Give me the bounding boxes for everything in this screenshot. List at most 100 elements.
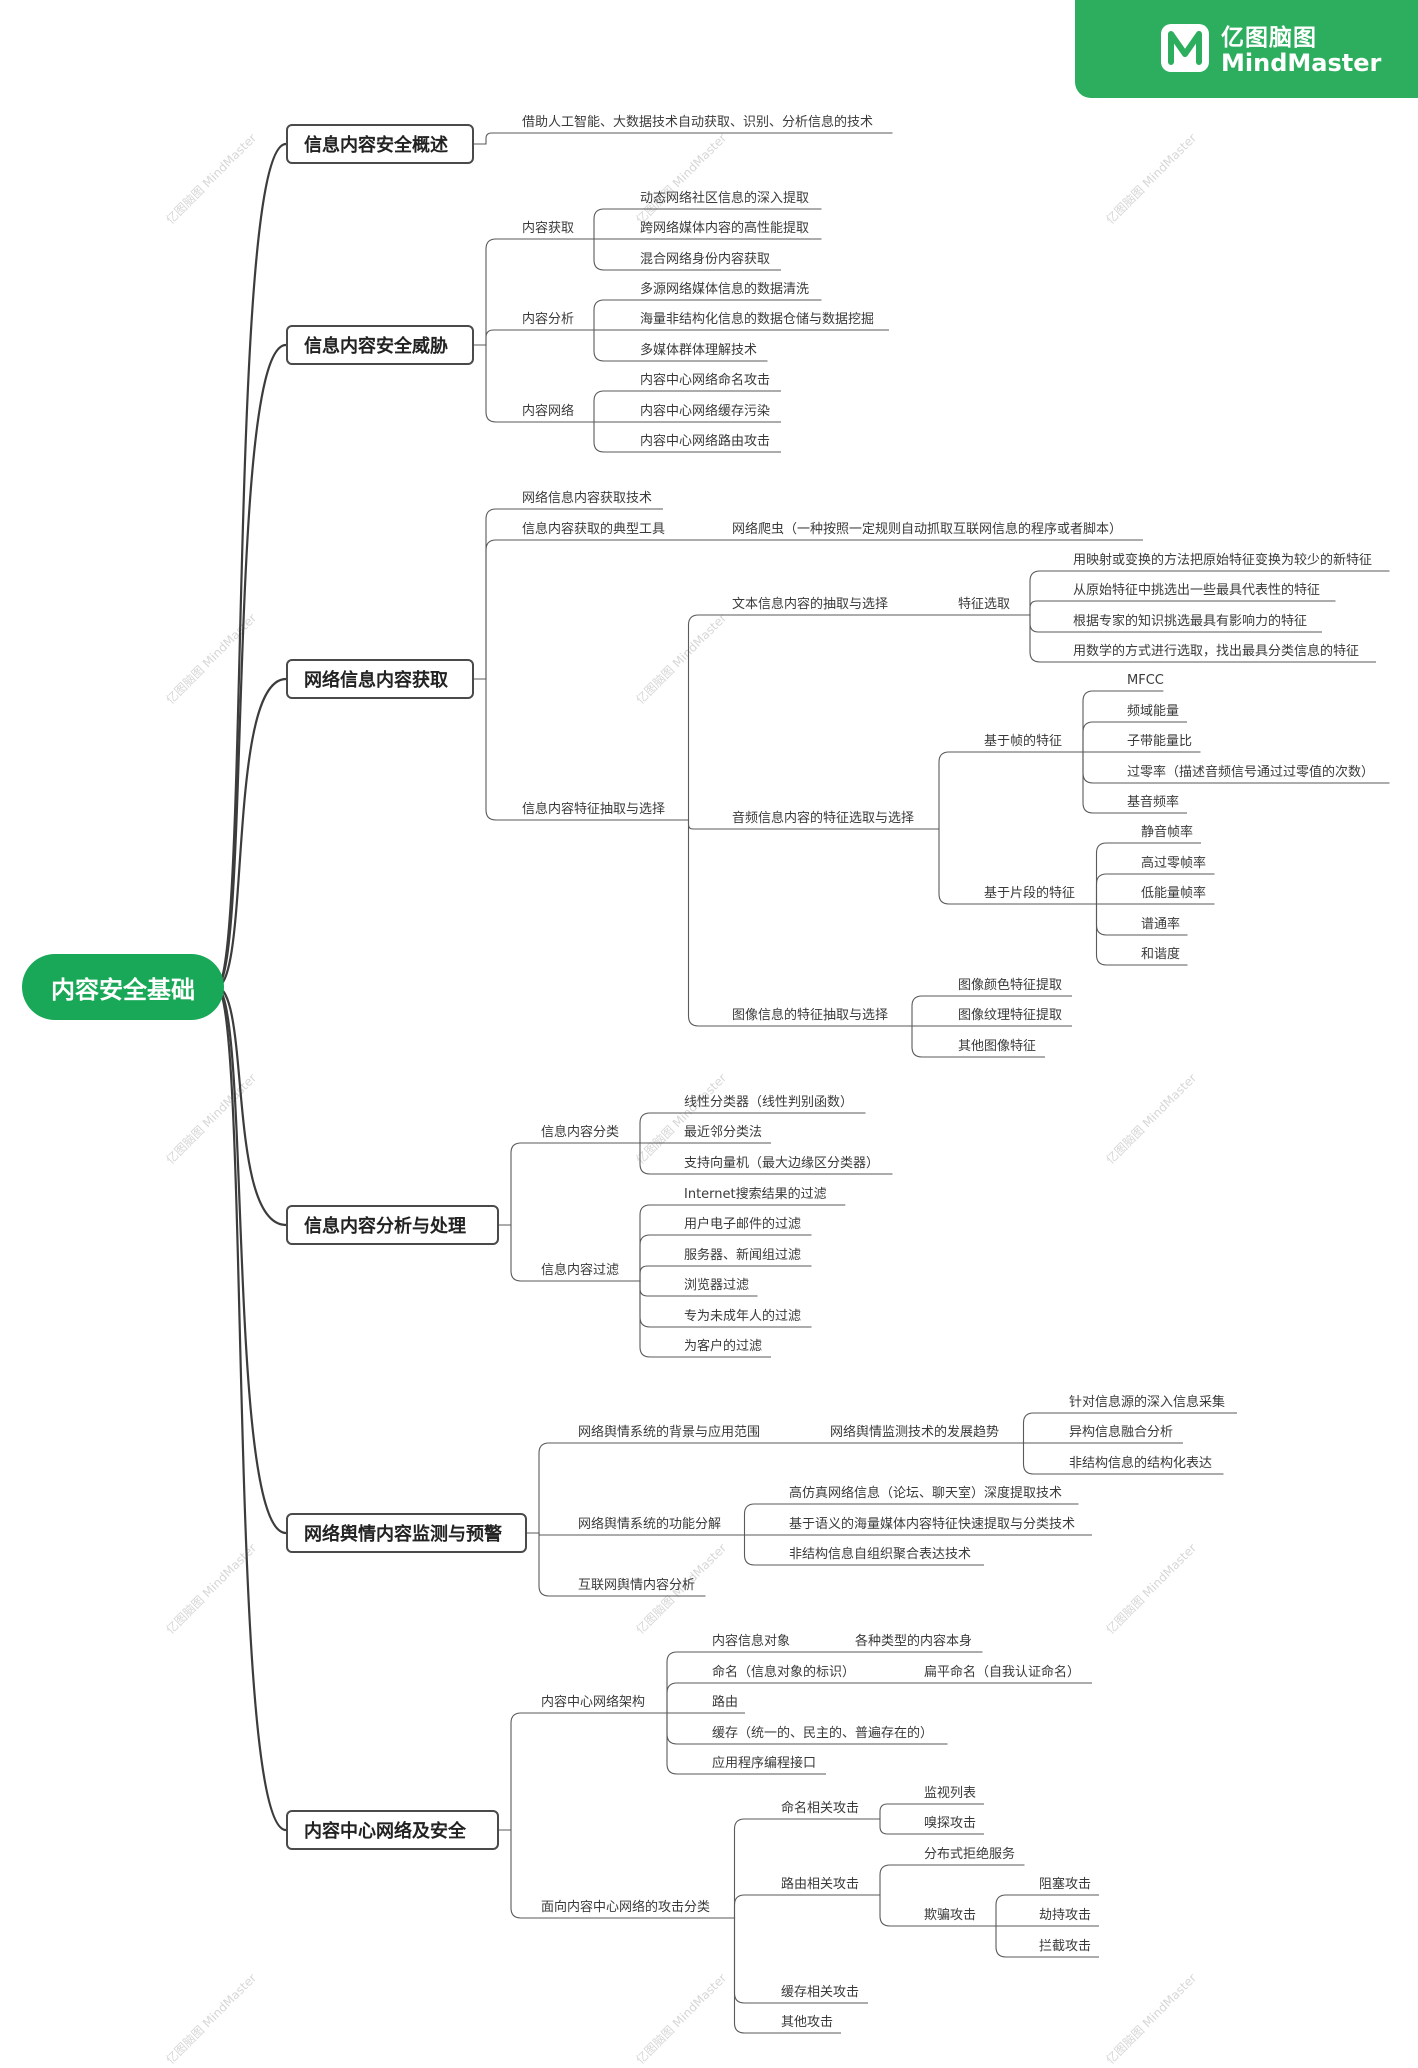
leaf-analysis-0-1[interactable]: 最近邻分类法 xyxy=(684,1125,763,1140)
leaf-threat-0-1[interactable]: 跨网络媒体内容的高性能提取 xyxy=(640,221,810,236)
main-topic-3[interactable]: 网络信息内容获取 xyxy=(286,659,474,699)
subtopic-threat-2[interactable]: 内容网络 xyxy=(522,404,575,419)
leaf-arch-3[interactable]: 缓存（统一的、民主的、普遍存在的） xyxy=(712,1726,934,1741)
subtopic-segment-feature[interactable]: 基于片段的特征 xyxy=(984,886,1076,901)
subtopic-spoof-attack[interactable]: 欺骗攻击 xyxy=(924,1908,977,1923)
subtopic-analysis-0[interactable]: 信息内容分类 xyxy=(541,1125,620,1140)
leaf-arch-detail-1[interactable]: 扁平命名（自我认证命名） xyxy=(924,1665,1081,1680)
leaf-threat-2-1[interactable]: 内容中心网络缓存污染 xyxy=(640,404,771,419)
leaf-segment-3[interactable]: 谱通率 xyxy=(1141,917,1181,932)
leaf-frame-2[interactable]: 子带能量比 xyxy=(1127,734,1193,749)
main-topic-4[interactable]: 信息内容分析与处理 xyxy=(286,1205,499,1245)
leaf-analysis-1-0[interactable]: Internet搜索结果的过滤 xyxy=(684,1187,827,1202)
leaf-naming-0[interactable]: 监视列表 xyxy=(924,1786,977,1801)
leaf-trend-2[interactable]: 非结构信息的结构化表达 xyxy=(1069,1456,1213,1471)
connector-line xyxy=(215,985,287,1227)
subtopic-routing-attack[interactable]: 路由相关攻击 xyxy=(781,1877,860,1892)
leaf-featsel-0[interactable]: 用映射或变换的方法把原始特征变换为较少的新特征 xyxy=(1073,553,1373,568)
leaf-segment-0[interactable]: 静音帧率 xyxy=(1141,825,1194,840)
subtopic-naming-attack[interactable]: 命名相关攻击 xyxy=(781,1801,860,1816)
leaf-analysis-1-4[interactable]: 专为未成年人的过滤 xyxy=(684,1309,802,1324)
leaf-threat-1-1[interactable]: 海量非结构化信息的数据仓储与数据挖掘 xyxy=(640,312,875,327)
brand-name-en: MindMaster xyxy=(1221,49,1382,77)
connector-line xyxy=(628,1265,680,1282)
leaf-threat-1-0[interactable]: 多源网络媒体信息的数据清洗 xyxy=(640,282,810,297)
leaf-featsel-2[interactable]: 根据专家的知识挑选最具有影响力的特征 xyxy=(1073,614,1308,629)
leaf-frame-4[interactable]: 基音频率 xyxy=(1127,795,1180,810)
subtopic-threat-1[interactable]: 内容分析 xyxy=(522,312,575,327)
leaf-naming-1[interactable]: 嗅探攻击 xyxy=(924,1816,977,1831)
connector-line xyxy=(868,1894,920,1927)
main-topic-2[interactable]: 信息内容安全威胁 xyxy=(286,325,474,365)
main-topic-1[interactable]: 信息内容安全概述 xyxy=(286,124,474,164)
subtopic-analysis-1[interactable]: 信息内容过滤 xyxy=(541,1263,620,1278)
subtopic-threat-0[interactable]: 内容获取 xyxy=(522,221,575,236)
connector-line xyxy=(628,1204,680,1282)
subtopic-image-extract[interactable]: 图像信息的特征抽取与选择 xyxy=(732,1008,889,1023)
leaf-arch-4[interactable]: 应用程序编程接口 xyxy=(712,1756,817,1771)
leaf-image-0[interactable]: 图像颜色特征提取 xyxy=(958,978,1063,993)
leaf-trend-0[interactable]: 针对信息源的深入信息采集 xyxy=(1069,1395,1226,1410)
connector-line xyxy=(1018,570,1069,616)
connector-line xyxy=(582,390,636,423)
subtopic-text-extract[interactable]: 文本信息内容的抽取与选择 xyxy=(732,597,889,612)
leaf-arch-2[interactable]: 路由 xyxy=(712,1695,739,1710)
leaf-arch-1[interactable]: 命名（信息对象的标识） xyxy=(712,1665,856,1680)
leaf-spoof-2[interactable]: 拦截攻击 xyxy=(1039,1939,1092,1954)
leaf-segment-1[interactable]: 高过零帧率 xyxy=(1141,856,1207,871)
connector-line xyxy=(722,1818,777,1919)
leaf-analysis-1-2[interactable]: 服务器、新闻组过滤 xyxy=(684,1248,802,1263)
subtopic-opinion-trend[interactable]: 网络舆情监测技术的发展趋势 xyxy=(830,1425,1000,1440)
subtopic-overview-0[interactable]: 借助人工智能、大数据技术自动获取、识别、分析信息的技术 xyxy=(522,115,874,130)
leaf-arch-detail-0[interactable]: 各种类型的内容本身 xyxy=(855,1634,973,1649)
subtopic-acq-0[interactable]: 网络信息内容获取技术 xyxy=(522,491,653,506)
leaf-image-2[interactable]: 其他图像特征 xyxy=(958,1039,1037,1054)
main-topic-5[interactable]: 网络舆情内容监测与预警 xyxy=(286,1513,527,1553)
leaf-frame-1[interactable]: 频域能量 xyxy=(1127,704,1180,719)
subtopic-ccn-arch[interactable]: 内容中心网络架构 xyxy=(541,1695,646,1710)
leaf-threat-0-0[interactable]: 动态网络社区信息的深入提取 xyxy=(640,191,810,206)
subtopic-acq-1[interactable]: 信息内容获取的典型工具 xyxy=(522,522,666,537)
leaf-spoof-0[interactable]: 阻塞攻击 xyxy=(1039,1877,1092,1892)
leaf-threat-0-2[interactable]: 混合网络身份内容获取 xyxy=(640,252,771,267)
leaf-analysis-0-2[interactable]: 支持向量机（最大边缘区分类器） xyxy=(684,1156,880,1171)
leaf-trend-1[interactable]: 异构信息融合分析 xyxy=(1069,1425,1174,1440)
leaf-frame-3[interactable]: 过零率（描述音频信号通过过零值的次数） xyxy=(1127,765,1375,780)
leaf-segment-4[interactable]: 和谐度 xyxy=(1141,947,1181,962)
leaf-arch-0[interactable]: 内容信息对象 xyxy=(712,1634,791,1649)
leaf-spoof-1[interactable]: 劫持攻击 xyxy=(1039,1908,1092,1923)
leaf-frame-0[interactable]: MFCC xyxy=(1127,673,1164,688)
connector-line xyxy=(215,677,287,989)
leaf-routing-0[interactable]: 分布式拒绝服务 xyxy=(924,1847,1016,1862)
connector-line xyxy=(527,1532,574,1597)
leaf-analysis-1-5[interactable]: 为客户的过滤 xyxy=(684,1339,763,1354)
leaf-func-0[interactable]: 高仿真网络信息（论坛、聊天室）深度提取技术 xyxy=(789,1486,1063,1501)
subtopic-opinion-1[interactable]: 网络舆情系统的功能分解 xyxy=(578,1517,722,1532)
subtopic-frame-feature[interactable]: 基于帧的特征 xyxy=(984,734,1063,749)
leaf-func-1[interactable]: 基于语义的海量媒体内容特征快速提取与分类技术 xyxy=(789,1517,1076,1532)
subtopic-other-attack[interactable]: 其他攻击 xyxy=(781,2015,834,2030)
subtopic-acq-2[interactable]: 信息内容特征抽取与选择 xyxy=(522,802,666,817)
root-topic[interactable]: 内容安全基础 xyxy=(22,954,224,1020)
subtopic-feature-select[interactable]: 特征选取 xyxy=(958,597,1011,612)
leaf-crawler[interactable]: 网络爬虫（一种按照一定规则自动抓取互联网信息的程序或者脚本） xyxy=(732,522,1123,537)
leaf-func-2[interactable]: 非结构信息自组织聚合表达技术 xyxy=(789,1547,972,1562)
subtopic-ccn-attack[interactable]: 面向内容中心网络的攻击分类 xyxy=(541,1900,711,1915)
subtopic-opinion-0[interactable]: 网络舆情系统的背景与应用范围 xyxy=(578,1425,761,1440)
leaf-threat-1-2[interactable]: 多媒体群体理解技术 xyxy=(640,343,758,358)
leaf-segment-2[interactable]: 低能量帧率 xyxy=(1141,886,1207,901)
leaf-threat-2-0[interactable]: 内容中心网络命名攻击 xyxy=(640,373,771,388)
subtopic-opinion-2[interactable]: 互联网舆情内容分析 xyxy=(578,1578,696,1593)
connector-line xyxy=(1071,721,1123,753)
main-topic-6[interactable]: 内容中心网络及安全 xyxy=(286,1810,499,1850)
subtopic-cache-attack[interactable]: 缓存相关攻击 xyxy=(781,1985,860,2000)
leaf-featsel-1[interactable]: 从原始特征中挑选出一些最具代表性的特征 xyxy=(1073,583,1321,598)
leaf-featsel-3[interactable]: 用数学的方式进行选取，找出最具分类信息的特征 xyxy=(1073,644,1360,659)
connector-line xyxy=(1011,1412,1065,1444)
leaf-analysis-1-3[interactable]: 浏览器过滤 xyxy=(684,1278,750,1293)
leaf-analysis-0-0[interactable]: 线性分类器（线性判别函数） xyxy=(684,1095,854,1110)
subtopic-audio-extract[interactable]: 音频信息内容的特征选取与选择 xyxy=(732,811,915,826)
leaf-analysis-1-1[interactable]: 用户电子邮件的过滤 xyxy=(684,1217,802,1232)
leaf-image-1[interactable]: 图像纹理特征提取 xyxy=(958,1008,1063,1023)
leaf-threat-2-2[interactable]: 内容中心网络路由攻击 xyxy=(640,434,771,449)
